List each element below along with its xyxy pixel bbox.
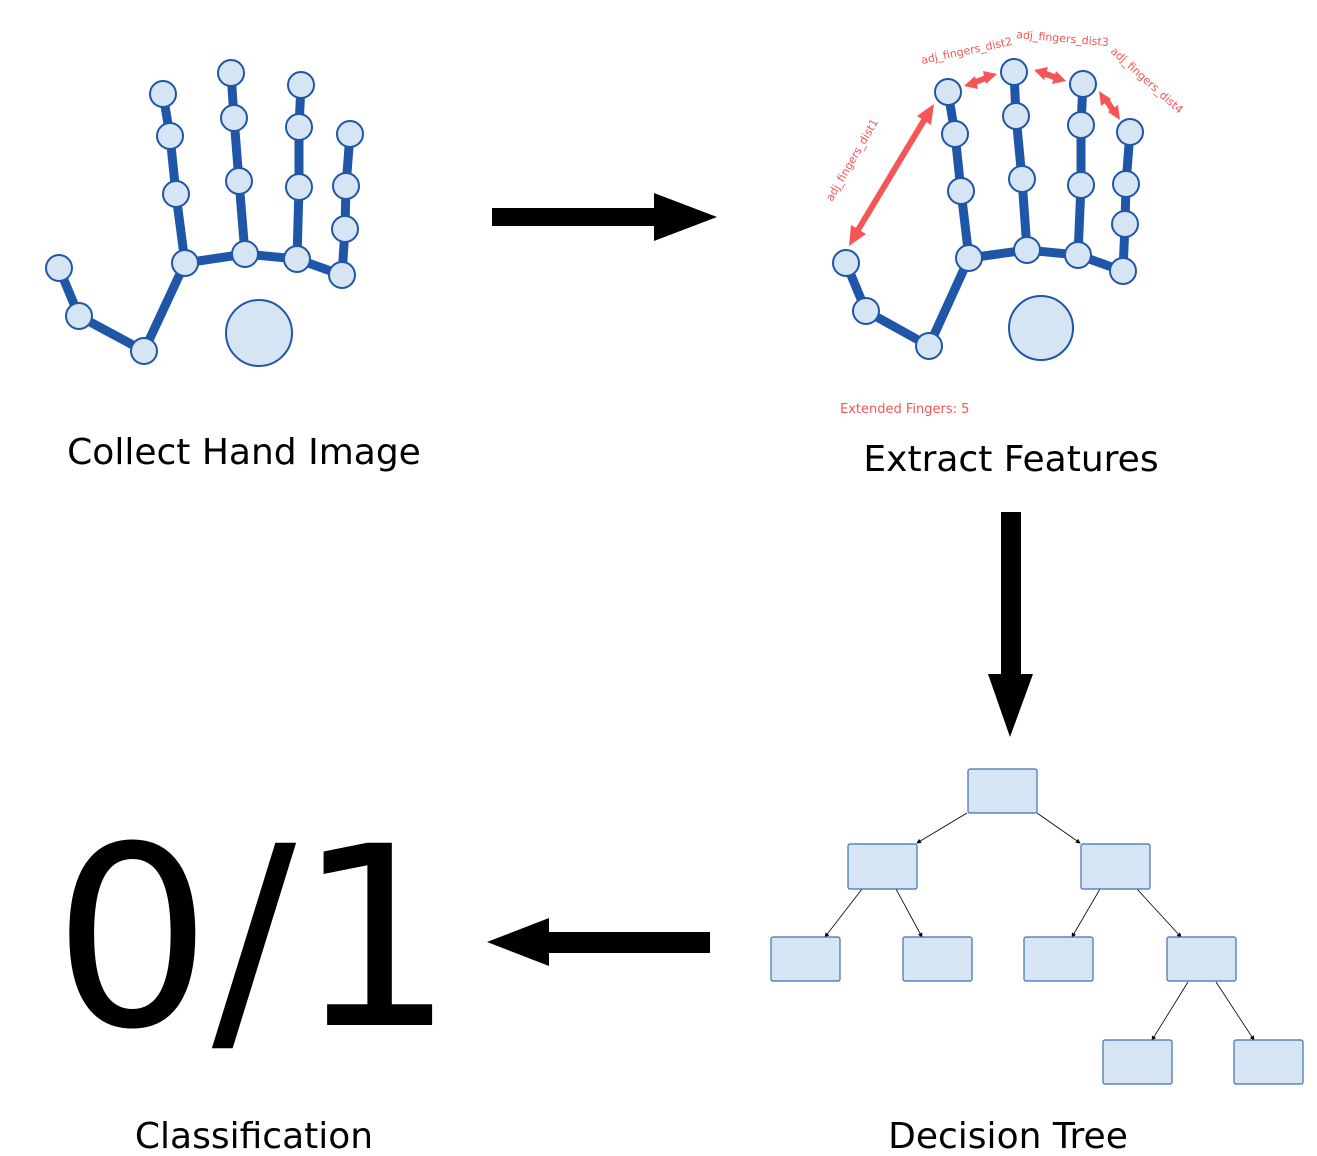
tree-edges [824,812,1255,1041]
feature-label-dist2: adj_fingers_dist2 [920,35,1013,67]
tree-node-leaf [1023,936,1094,982]
hand-joints [45,59,364,365]
tree-node-left [847,843,918,890]
tree-node-leaf [1102,1039,1173,1085]
dist-arrow-3 [1034,67,1066,84]
dist-arrow-4 [1099,91,1120,120]
palm-circle [1008,295,1074,361]
decision-tree [770,768,1304,1085]
hand-bones [54,68,355,358]
stage-label-collect: Collect Hand Image [67,432,421,473]
arrow-down [988,512,1033,737]
tree-node-leaf [1233,1039,1304,1085]
dist-arrow-1 [849,104,934,246]
hand-joints [832,58,1144,360]
feature-label-dist4: adj_fingers_dist4 [1108,45,1186,117]
feature-distance-arrows [849,67,1120,246]
arrow-right [492,193,717,241]
stage-label-extract: Extract Features [863,439,1158,480]
feature-label-dist1: adj_fingers_dist1 [823,117,881,204]
arrow-left [487,918,710,966]
hand-skeleton-features [832,58,1144,361]
hand-bones [841,67,1135,353]
stage-label-classify: Classification [135,1116,373,1156]
palm-circle [225,299,293,367]
hand-skeleton-original [45,59,364,367]
extended-fingers-label: Extended Fingers: 5 [840,402,969,417]
feature-label-dist3: adj_fingers_dist3 [1016,28,1110,49]
tree-node-root [967,768,1038,814]
tree-node-leaf [902,936,973,982]
tree-node-internal [1166,936,1237,982]
classification-result: 0/1 [53,793,455,1084]
tree-node-right [1080,843,1151,890]
dist-arrow-2 [964,71,997,89]
tree-node-leaf [770,936,841,982]
stage-label-tree: Decision Tree [888,1116,1128,1156]
